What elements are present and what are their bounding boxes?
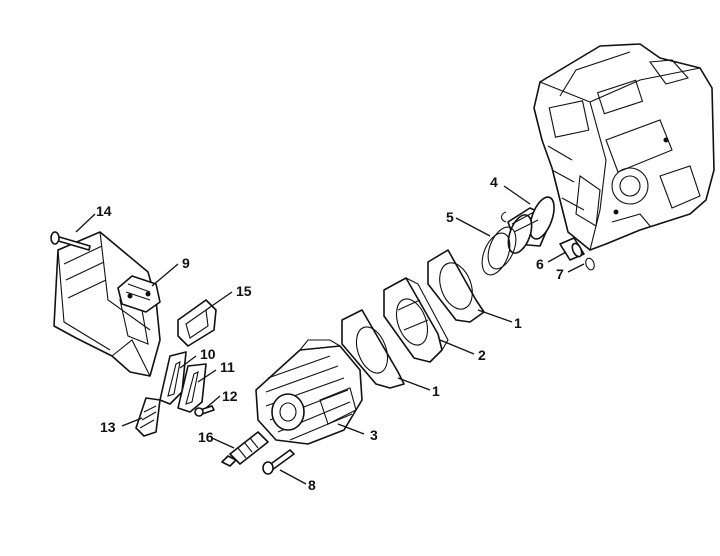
callout-4: 4 <box>490 174 498 190</box>
callout-15: 15 <box>236 283 252 299</box>
callout-1-upper: 1 <box>514 315 522 331</box>
callout-16: 16 <box>198 429 214 445</box>
callout-12: 12 <box>222 388 238 404</box>
bracket <box>117 275 161 313</box>
callout-7: 7 <box>556 266 564 282</box>
gasket-lower <box>341 309 405 389</box>
callout-11: 11 <box>220 359 235 375</box>
leader-lines <box>75 185 585 485</box>
callout-9: 9 <box>182 255 190 271</box>
callout-10: 10 <box>200 346 216 362</box>
circlip <box>585 257 595 271</box>
callout-3: 3 <box>370 427 378 443</box>
screw-14 <box>50 231 91 251</box>
piston-rings <box>481 226 517 276</box>
callout-5: 5 <box>446 209 454 225</box>
callout-6: 6 <box>536 256 544 272</box>
gasket-15 <box>177 299 217 347</box>
cylinder-base <box>383 277 449 363</box>
cylinder <box>255 339 363 445</box>
gasket-upper <box>427 249 485 323</box>
callout-labels: 14 9 15 10 11 12 13 16 3 8 1 2 1 5 4 6 7 <box>96 174 564 493</box>
callout-13: 13 <box>100 419 116 435</box>
plate-10 <box>159 351 187 405</box>
screw-8 <box>262 449 295 475</box>
screw-12 <box>194 405 215 417</box>
callout-8: 8 <box>308 477 316 493</box>
piston-pin <box>559 237 585 261</box>
callout-14: 14 <box>96 203 112 219</box>
baffle <box>135 397 161 437</box>
crankcase <box>533 43 715 251</box>
spark-plug <box>221 431 269 467</box>
callout-1-lower: 1 <box>432 383 440 399</box>
gasket-11 <box>177 363 207 413</box>
callout-2: 2 <box>478 347 486 363</box>
